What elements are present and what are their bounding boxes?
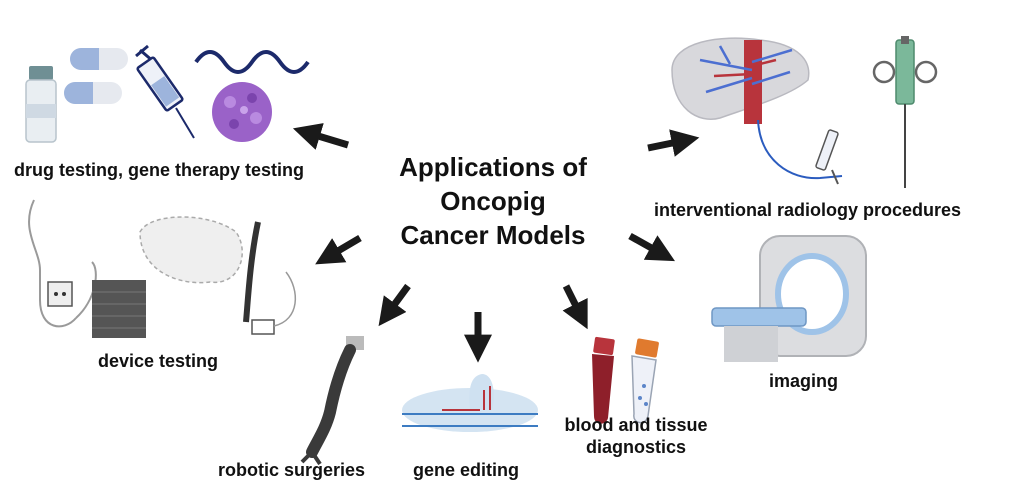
- liver-icon: [671, 37, 843, 180]
- label-drug-testing: drug testing, gene therapy testing: [14, 160, 305, 180]
- label-blood-line-2: diagnostics: [585, 437, 687, 457]
- tissue-tube-icon: [631, 338, 659, 424]
- label-radiology: interventional radiology procedures: [654, 200, 962, 220]
- virus-icon: [212, 82, 272, 142]
- label-imaging: imaging: [769, 371, 839, 391]
- vial-icon: [25, 66, 57, 143]
- arrow-to-drug-testing: [292, 123, 350, 150]
- blood-tube-icon: [592, 336, 615, 424]
- label-blood-line-1: blood and tissue: [564, 415, 708, 435]
- label-device-testing: device testing: [98, 351, 219, 371]
- arrow-to-imaging: [628, 232, 675, 262]
- crispr-icon: [402, 374, 538, 432]
- catheter-syringe-icon: [815, 129, 839, 185]
- syringe-icon: [135, 44, 195, 139]
- pill-capsule-icon: [64, 48, 128, 104]
- label-robotic-surgeries: robotic surgeries: [218, 460, 366, 480]
- diagram-title: Applications of Oncopig Cancer Models: [378, 150, 608, 252]
- mri-scanner-icon: [711, 235, 867, 362]
- wave-icon: [194, 50, 310, 74]
- robotic-arm-icon: [300, 336, 364, 466]
- arrow-to-radiology: [647, 129, 700, 157]
- title-line-3: Cancer Models: [400, 220, 586, 250]
- label-gene-editing: gene editing: [413, 460, 520, 480]
- title-line-1: Applications of: [399, 152, 587, 182]
- arrow-to-robotic-surgeries: [378, 283, 411, 327]
- injector-icon: [872, 36, 938, 188]
- device-box-icon: [28, 199, 146, 338]
- label-blood-diagnostics: blood and tissue diagnostics: [556, 414, 716, 458]
- arrow-to-blood-diagnostics: [562, 284, 588, 330]
- arrows: [292, 123, 700, 363]
- title-line-2: Oncopig: [440, 186, 546, 216]
- endoscope-icon: [139, 216, 297, 335]
- arrow-to-device-testing: [315, 234, 362, 265]
